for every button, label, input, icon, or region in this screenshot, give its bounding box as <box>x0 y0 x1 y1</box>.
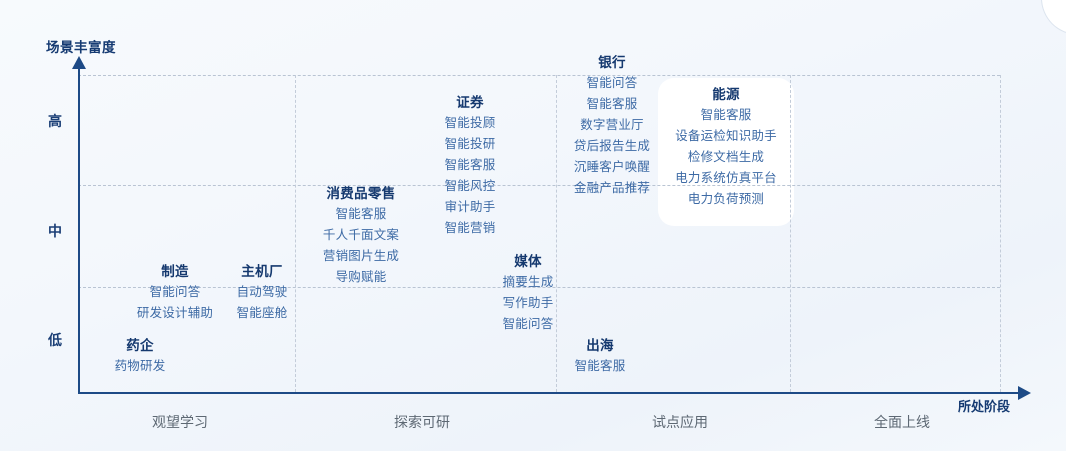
gridline-vertical-3 <box>790 75 791 392</box>
gridline-vertical-2 <box>556 75 557 392</box>
group-title: 主机厂 <box>241 264 283 279</box>
group-title: 制造 <box>161 264 189 279</box>
y-axis-arrow-icon <box>72 56 86 69</box>
y-axis-title: 场景丰富度 <box>46 40 116 55</box>
group-item: 营销图片生成 <box>322 249 400 263</box>
y-axis-line <box>78 68 80 394</box>
group-securities[interactable]: 证券智能投顾智能投研智能客服智能风控审计助手智能营销 <box>412 93 528 239</box>
group-item: 智能营销 <box>444 221 496 235</box>
group-item: 导购赋能 <box>335 270 387 284</box>
group-title: 出海 <box>586 338 614 353</box>
group-item: 电力负荷预测 <box>687 192 765 206</box>
x-tick-rollout: 全面上线 <box>874 414 930 430</box>
x-axis-line <box>78 392 1022 394</box>
group-pharma[interactable]: 药企药物研发 <box>80 336 200 377</box>
group-item: 设备运检知识助手 <box>675 129 777 143</box>
group-bank[interactable]: 银行智能问答智能客服数字营业厅贷后报告生成沉睡客户唤醒金融产品推荐 <box>550 53 674 199</box>
group-item: 智能客服 <box>574 359 626 373</box>
group-manufacturing[interactable]: 制造智能问答研发设计辅助 <box>115 262 235 324</box>
energy-group-card <box>658 78 794 226</box>
group-item: 沉睡客户唤醒 <box>573 160 651 174</box>
group-item: 智能风控 <box>444 179 496 193</box>
group-title: 消费品零售 <box>326 186 396 201</box>
y-tick-high: 高 <box>48 113 62 129</box>
group-energy[interactable]: 能源智能客服设备运检知识助手检修文档生成电力系统仿真平台电力负荷预测 <box>650 85 802 210</box>
group-item: 数字营业厅 <box>580 118 644 132</box>
y-tick-mid: 中 <box>48 223 62 239</box>
group-item: 药物研发 <box>114 359 166 373</box>
group-consumer-retail[interactable]: 消费品零售智能客服千人千面文案营销图片生成导购赋能 <box>296 184 426 288</box>
group-item: 写作助手 <box>502 296 554 310</box>
group-item: 电力系统仿真平台 <box>675 171 777 185</box>
x-tick-explore: 探索可研 <box>394 414 450 430</box>
group-title: 银行 <box>598 55 626 70</box>
group-item: 智能投研 <box>444 137 496 151</box>
x-axis-arrow-icon <box>1018 386 1031 400</box>
gridline-horizontal-mid-low <box>78 287 1000 288</box>
group-item: 金融产品推荐 <box>573 181 651 195</box>
group-title: 药企 <box>126 338 154 353</box>
group-item: 贷后报告生成 <box>573 139 651 153</box>
group-item: 审计助手 <box>444 200 496 214</box>
x-axis-title: 所处阶段 <box>958 399 1011 414</box>
gridline-vertical-4 <box>1000 75 1001 392</box>
group-item: 智能问答 <box>586 76 638 90</box>
y-tick-low: 低 <box>48 332 62 348</box>
group-title: 媒体 <box>514 254 542 269</box>
group-overseas[interactable]: 出海智能客服 <box>540 336 660 377</box>
group-item: 智能客服 <box>586 97 638 111</box>
group-item: 智能投顾 <box>444 116 496 130</box>
gridline-horizontal-top <box>78 75 1000 76</box>
group-item: 研发设计辅助 <box>136 306 214 320</box>
group-item: 摘要生成 <box>502 275 554 289</box>
gridline-horizontal-high-mid <box>78 185 1000 186</box>
group-item: 智能问答 <box>502 317 554 331</box>
group-item: 检修文档生成 <box>687 150 765 164</box>
group-item: 智能问答 <box>149 285 201 299</box>
group-item: 智能座舱 <box>236 306 288 320</box>
x-tick-observe: 观望学习 <box>152 414 208 430</box>
group-item: 智能客服 <box>335 207 387 221</box>
group-title: 证券 <box>456 95 484 110</box>
group-title: 能源 <box>712 87 740 102</box>
right-margin <box>1066 0 1080 451</box>
gridline-vertical-1 <box>295 75 296 392</box>
group-item: 智能客服 <box>700 108 752 122</box>
x-tick-pilot: 试点应用 <box>652 414 708 430</box>
group-item: 千人千面文案 <box>322 228 400 242</box>
group-oem[interactable]: 主机厂自动驾驶智能座舱 <box>212 262 312 324</box>
group-item: 智能客服 <box>444 158 496 172</box>
group-item: 自动驾驶 <box>236 285 288 299</box>
group-media[interactable]: 媒体摘要生成写作助手智能问答 <box>470 252 586 335</box>
